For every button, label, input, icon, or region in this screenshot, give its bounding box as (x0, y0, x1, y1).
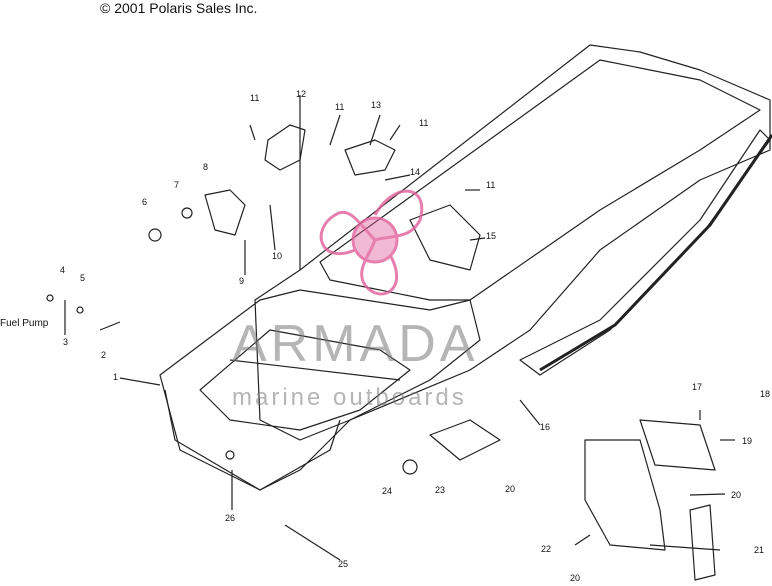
bulkhead-crossbar (229, 359, 401, 381)
plate-19 (639, 419, 716, 471)
callout-1: 1 (113, 372, 119, 382)
callout-17: 17 (692, 382, 703, 392)
watermark-tagline: marine outboards (232, 384, 467, 411)
pad-23 (429, 419, 501, 461)
washer-4 (46, 294, 54, 302)
callout-24: 24 (382, 486, 393, 496)
callout-2: 2 (101, 350, 107, 360)
front-bulkhead (159, 289, 481, 491)
tunnel-outline (254, 44, 771, 441)
callout-8: 8 (203, 162, 209, 172)
bracket-8 (204, 189, 246, 236)
callout-13: 13 (371, 100, 382, 110)
watermark-logo (319, 189, 424, 296)
callout-20a: 20 (731, 490, 742, 500)
nut-5 (76, 306, 84, 314)
callout-21: 21 (754, 545, 765, 555)
callout-22: 22 (541, 544, 552, 554)
copyright-text: © 2001 Polaris Sales Inc. (100, 0, 258, 16)
fuel-pump-label: Fuel Pump (0, 318, 49, 329)
callout-19: 19 (742, 436, 753, 446)
callout-14: 14 (410, 167, 421, 177)
callout-25: 25 (338, 559, 349, 569)
callout-4: 4 (60, 265, 66, 275)
callout-3: 3 (63, 337, 69, 347)
callout-10: 10 (272, 251, 283, 261)
nut-6 (148, 228, 162, 242)
callout-11b: 11 (335, 102, 345, 112)
bulkhead-front-face (164, 389, 341, 491)
callout-6: 6 (142, 197, 148, 207)
tunnel-top-panel (319, 59, 761, 301)
panel-15 (409, 204, 481, 271)
callout-23: 23 (435, 485, 446, 495)
callout-11c: 11 (419, 118, 429, 128)
callout-26: 26 (225, 513, 236, 523)
bracket-13 (344, 139, 396, 176)
guard-21 (689, 504, 716, 581)
callout-16: 16 (540, 422, 551, 432)
callout-12: 12 (296, 89, 307, 99)
skid-22 (584, 439, 666, 551)
bulkhead-inner (199, 329, 411, 431)
side-rail (519, 129, 771, 376)
callout-11a: 11 (250, 93, 260, 103)
plug-24 (402, 459, 418, 475)
callout-15: 15 (486, 231, 497, 241)
callout-18: 18 (760, 389, 771, 399)
spacer-7 (181, 207, 193, 219)
callout-9: 9 (239, 276, 245, 286)
callout-7: 7 (174, 180, 180, 190)
callout-20c: 20 (570, 573, 581, 583)
bolt-26 (225, 450, 235, 460)
callout-20b: 20 (505, 484, 516, 494)
watermark-brand: ARMADA (232, 315, 479, 373)
bracket-12 (264, 124, 306, 171)
callout-5: 5 (80, 273, 86, 283)
side-rail-edge (539, 134, 772, 372)
callout-11d: 11 (486, 180, 496, 190)
